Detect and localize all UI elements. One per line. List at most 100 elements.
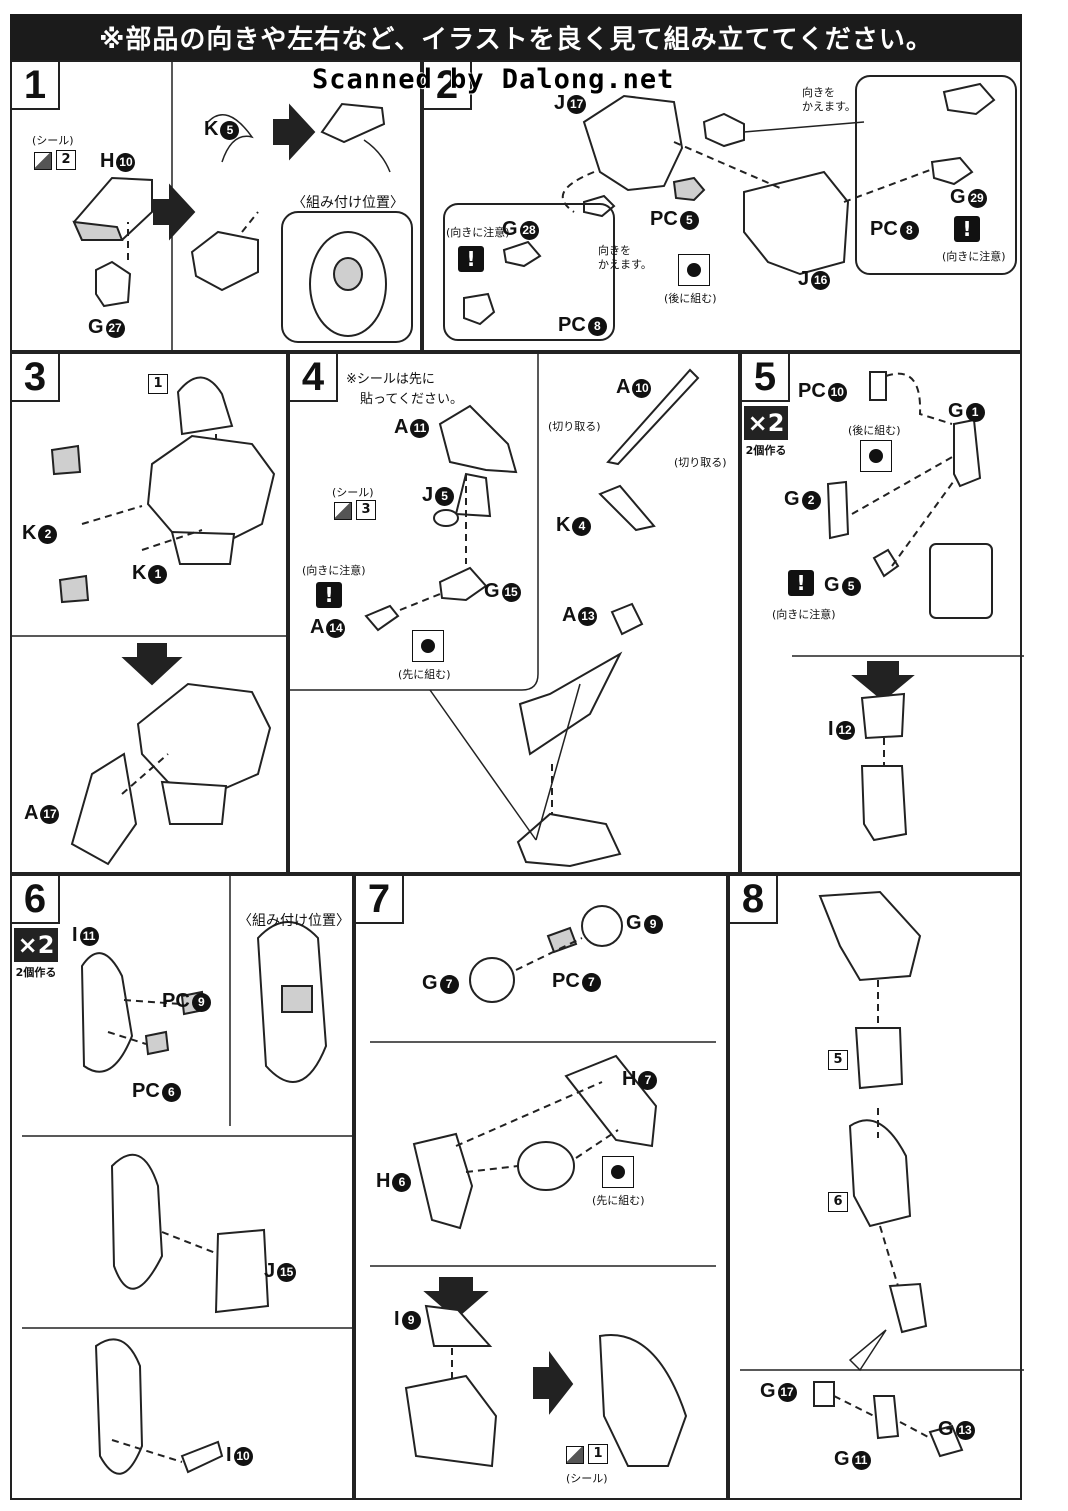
position-label: 〈組み付け位置〉 [238,913,350,929]
step-number: 7 [356,876,404,924]
multiply-badge: ×2 2個作る [744,406,788,458]
sticker-icon [334,502,352,520]
caution-icon: ! [316,582,342,608]
caution-icon-2: ! [954,216,980,242]
sticker-label: (シール) [566,1472,608,1485]
sticker-ref: 2 [56,150,76,170]
cut-label: (切り取る) [548,420,601,433]
sticker-label: (シール) [32,134,74,147]
cut-label-2: (切り取る) [674,456,727,469]
step-number: 8 [730,876,778,924]
turn-note-2: かえます。 [598,258,652,271]
caution-label-2: (向きに注意) [942,250,1006,263]
caution-icon: ! [788,570,814,596]
later-label: (後に組む) [664,292,717,305]
step-number: 1 [12,62,60,110]
later-icon [860,440,892,472]
turn-note-b2: かえます。 [802,100,856,113]
caution-icon: ! [458,246,484,272]
sticker-ref: 1 [588,1444,608,1464]
first-icon [412,630,444,662]
make-two-label: 2個作る [15,966,57,979]
turn-note: 向きを [598,244,631,257]
step-2-illustration [443,75,1017,341]
step-number: 3 [12,354,60,402]
x2-label: ×2 [14,928,58,962]
sticker-label: (シール) [332,486,374,499]
header-banner: ※部品の向きや左右など、イラストを良く見て組み立ててください。 [10,14,1022,60]
step-5-illustration [792,371,1024,842]
ref-step-6: 6 [828,1192,848,1212]
later-icon [678,254,710,286]
sticker-ref: 3 [356,500,376,520]
first-label: (先に組む) [398,668,451,681]
caution-label: (向きに注意) [772,608,836,621]
step-4-illustration [290,354,700,868]
step-8-illustration [740,890,1024,1458]
ref-step-5: 5 [828,1050,848,1070]
sticker-icon [34,152,52,170]
x2-label: ×2 [744,406,788,440]
ref-step-1: 1 [148,374,168,394]
caution-label: (向きに注意) [302,564,366,577]
first-label: (先に組む) [592,1194,645,1207]
caution-label: (向きに注意) [446,226,510,239]
step-number: 4 [290,354,338,402]
multiply-badge: ×2 2個作る [14,928,58,980]
step-number: 2 [424,62,472,110]
sticker-icon [566,1446,584,1464]
step-1-illustration [72,62,413,354]
later-label: (後に組む) [848,424,901,437]
turn-note-b: 向きを [802,86,835,99]
make-two-label: 2個作る [745,444,787,457]
step-7-illustration [370,905,716,1468]
position-label: 〈組み付け位置〉 [292,195,404,211]
sticker-first-note: ※シールは先に [346,372,435,387]
step-number: 5 [742,354,790,402]
step-6-illustration [22,876,356,1475]
